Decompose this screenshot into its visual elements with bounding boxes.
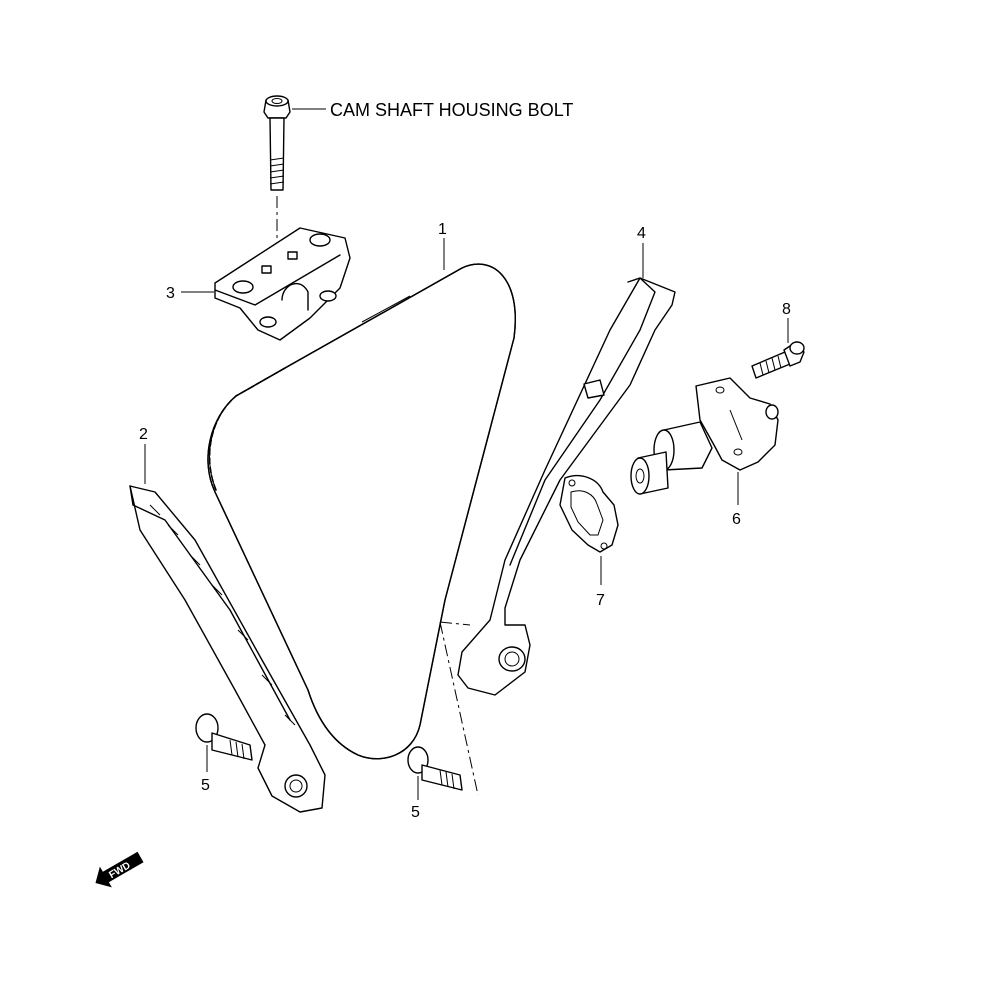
callout-5-center: 5 bbox=[411, 804, 420, 821]
callout-2: 2 bbox=[139, 426, 148, 443]
cam-chain-tensioner bbox=[630, 377, 779, 495]
fwd-arrow-icon: FWD bbox=[95, 851, 144, 888]
callout-3: 3 bbox=[166, 285, 175, 302]
tensioner-gasket bbox=[559, 474, 619, 553]
callout-8: 8 bbox=[782, 301, 791, 318]
callout-7: 7 bbox=[596, 592, 605, 609]
cam-shaft-housing-bolt-label: CAM SHAFT HOUSING BOLT bbox=[330, 100, 573, 120]
cam-shaft-housing bbox=[214, 227, 351, 341]
guide-bolt-left bbox=[195, 713, 253, 761]
cam-chain-guide-left bbox=[129, 485, 326, 813]
tensioner-bolt bbox=[751, 341, 805, 379]
cam-chain bbox=[207, 263, 516, 760]
guide-bolt-center bbox=[407, 746, 463, 791]
callout-4: 4 bbox=[637, 225, 646, 242]
fwd-label: FWD bbox=[107, 860, 132, 881]
callout-6: 6 bbox=[732, 511, 741, 528]
callout-1: 1 bbox=[438, 221, 447, 238]
cam-chain-tensioner-arm bbox=[457, 277, 676, 696]
cam-shaft-housing-bolt bbox=[263, 95, 291, 330]
bolt-center-line bbox=[439, 621, 479, 796]
callout-5-left: 5 bbox=[201, 777, 210, 794]
